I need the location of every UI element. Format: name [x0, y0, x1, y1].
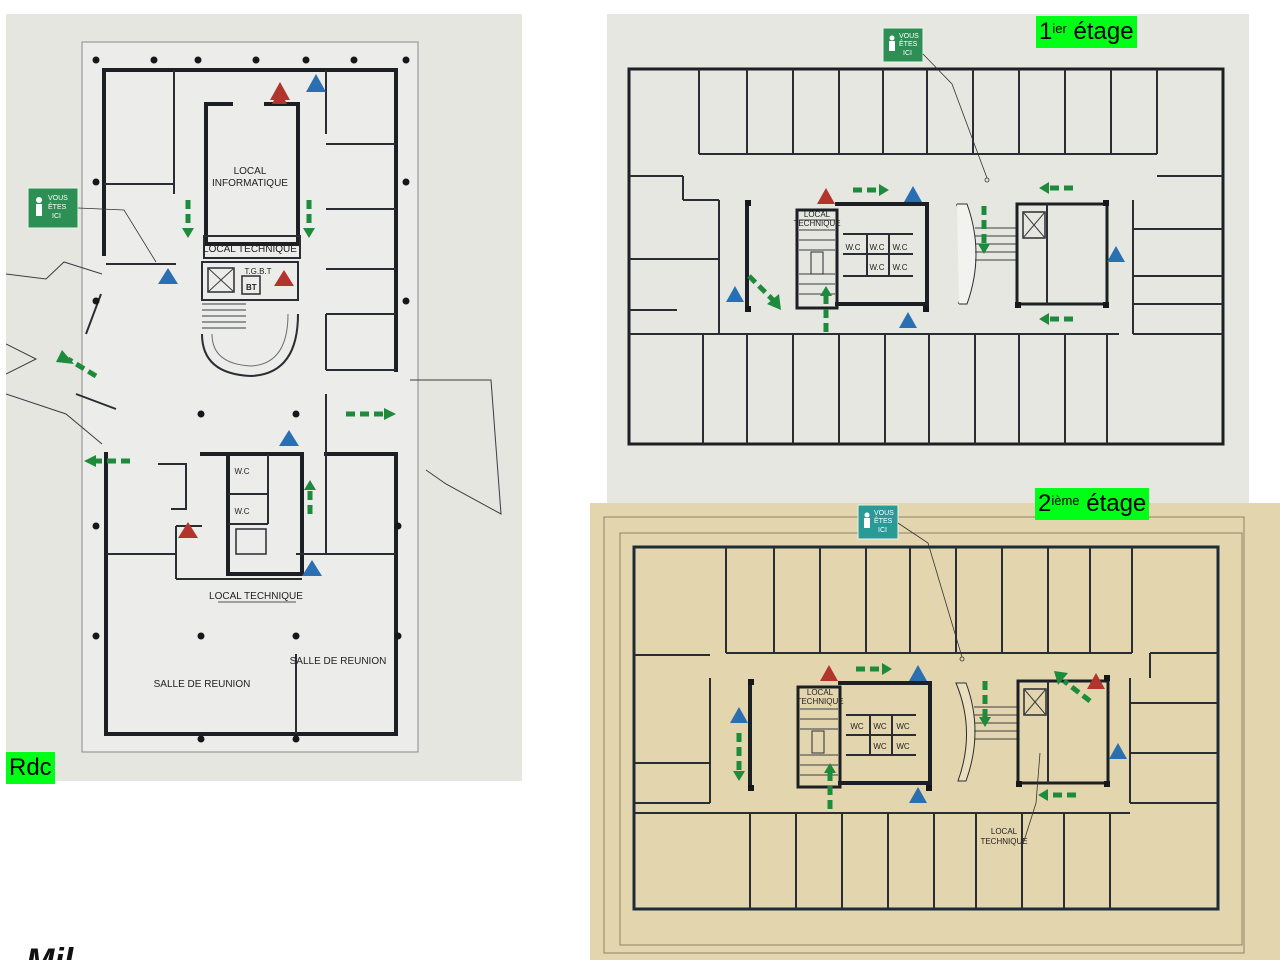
- alarm-icon: [909, 787, 927, 803]
- svg-text:VOUS: VOUS: [874, 510, 894, 517]
- label-local-technique-1: LOCAL: [804, 210, 831, 219]
- label-local-technique-bottom: LOCAL TECHNIQUE: [209, 591, 303, 602]
- label-wc: W.C: [845, 243, 860, 252]
- label-local-technique-2: TECHNIQUE: [796, 697, 843, 706]
- svg-text:ICI: ICI: [878, 527, 887, 534]
- svg-text:ICI: ICI: [903, 50, 912, 57]
- evacuation-arrows-first: [747, 182, 1073, 332]
- you-are-here-sign-second: VOUS ÊTES ICI: [857, 504, 965, 662]
- label-wc: WC: [873, 742, 887, 751]
- floor-tag-first: 1ier étage: [1036, 16, 1137, 48]
- label-salle-reunion-right: SALLE DE REUNION: [290, 656, 387, 667]
- label-wc: WC: [896, 742, 910, 751]
- svg-text:VOUS: VOUS: [899, 33, 919, 40]
- extinguisher-icon: [820, 665, 838, 681]
- alarm-icon: [726, 286, 744, 302]
- plan-first-floor-drawing: LOCAL TECHNIQUE W.C W.C W.C W.C W.C VOUS…: [627, 27, 1225, 446]
- plan-first-floor: LOCAL TECHNIQUE W.C W.C W.C W.C W.C VOUS…: [607, 14, 1249, 504]
- svg-text:ÊTES: ÊTES: [899, 39, 918, 48]
- you-are-here-sign-rdc: VOUS ÊTES ICI: [27, 187, 157, 263]
- label-local-technique-1: LOCAL: [807, 688, 834, 697]
- label-wc: W.C: [869, 243, 884, 252]
- label-wc: W.C: [892, 243, 907, 252]
- svg-text:ÊTES: ÊTES: [48, 202, 67, 211]
- cut-off-text: Mil: [26, 941, 73, 960]
- label-wc-upper: W.C: [234, 467, 249, 476]
- label-local-technique-b1: LOCAL: [991, 827, 1018, 836]
- evacuation-arrows-rdc: [56, 200, 396, 514]
- extinguisher-icon: [274, 270, 294, 286]
- extinguisher-icon: [270, 82, 290, 100]
- columns-rdc: [92, 56, 410, 743]
- plan-rdc-drawing: LOCAL INFORMATIQUE LOCAL TECHNIQUE T.G.B…: [6, 41, 502, 753]
- extinguisher-icon: [817, 188, 835, 204]
- label-tgbt: T.G.B.T: [244, 267, 271, 276]
- plan-second-floor: LOCAL TECHNIQUE WC WC WC WC WC LOCAL TEC…: [590, 503, 1280, 960]
- plan-second-floor-drawing: LOCAL TECHNIQUE WC WC WC WC WC LOCAL TEC…: [603, 504, 1245, 954]
- alarm-icon: [302, 560, 322, 576]
- you-are-here-sign-first: VOUS ÊTES ICI: [882, 27, 990, 183]
- alarm-icon: [730, 707, 748, 723]
- label-salle-reunion-left: SALLE DE REUNION: [154, 679, 251, 690]
- label-local-technique-2: TECHNIQUE: [793, 219, 840, 228]
- label-local-informatique-2: INFORMATIQUE: [212, 178, 288, 189]
- extinguisher-icon: [1087, 673, 1105, 689]
- alarm-icon: [909, 665, 927, 681]
- plan-rdc: LOCAL INFORMATIQUE LOCAL TECHNIQUE T.G.B…: [6, 14, 522, 781]
- label-wc: WC: [850, 722, 864, 731]
- label-wc-lower: W.C: [234, 507, 249, 516]
- alarm-icon: [1109, 743, 1127, 759]
- label-wc: WC: [896, 722, 910, 731]
- label-wc: WC: [873, 722, 887, 731]
- label-bt: BT: [246, 283, 257, 292]
- evacuation-arrows-second: [733, 663, 1092, 809]
- svg-text:VOUS: VOUS: [48, 195, 68, 202]
- svg-text:ÊTES: ÊTES: [874, 516, 893, 525]
- alarm-icon: [904, 186, 922, 202]
- label-local-technique-b2: TECHNIQUE: [980, 837, 1027, 846]
- alarm-icon: [1107, 246, 1125, 262]
- stairs-rdc-top: [202, 303, 246, 329]
- alarm-icon: [899, 312, 917, 328]
- alarm-icon: [306, 74, 326, 92]
- label-wc: W.C: [892, 263, 907, 272]
- alarm-icon: [158, 268, 178, 284]
- alarm-icon: [279, 430, 299, 446]
- floor-tag-second: 2ième étage: [1035, 488, 1150, 520]
- svg-text:ICI: ICI: [52, 213, 61, 220]
- extinguisher-icon: [178, 522, 198, 538]
- label-local-technique-top: LOCAL TECHNIQUE: [203, 244, 297, 255]
- label-local-informatique-1: LOCAL: [234, 166, 267, 177]
- floor-tag-rdc: Rdc: [6, 752, 55, 784]
- label-wc: W.C: [869, 263, 884, 272]
